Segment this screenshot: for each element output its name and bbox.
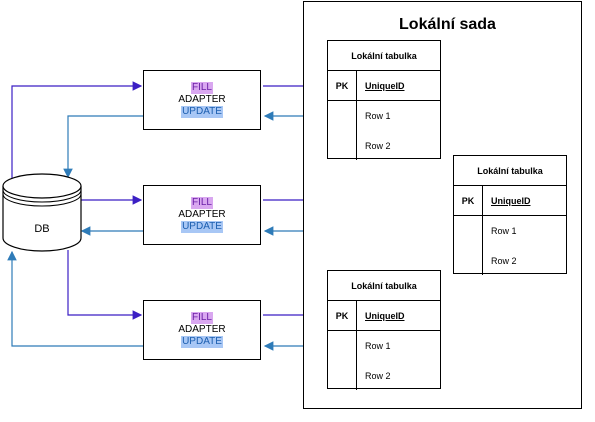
fill-label: FILL (190, 197, 213, 209)
update-wire-adapter-1-db (63, 115, 143, 179)
update-label: UPDATE (181, 221, 223, 233)
primary-key-row: PK UniqueID (328, 71, 440, 101)
row-gutter (454, 216, 483, 275)
fill-wire-db-adapter-1 (11, 81, 143, 185)
table-rows: Row 1 Row 2 (328, 331, 440, 390)
table-title: Lokální tabulka (328, 41, 440, 71)
database-cylinder (2, 173, 82, 252)
table-rows: Row 1 Row 2 (328, 101, 440, 160)
local-table-2[interactable]: Lokální tabulka PK UniqueID Row 1 Row 2 (453, 155, 567, 275)
fill-label: FILL (190, 312, 213, 324)
fill-label: FILL (190, 82, 213, 94)
pk-marker: PK (454, 186, 483, 215)
adapter-box-3[interactable]: FILL ADAPTER UPDATE (143, 300, 261, 360)
key-field: UniqueID (365, 80, 405, 91)
table-row: Row 1 (491, 226, 517, 236)
key-field: UniqueID (491, 195, 531, 206)
local-table-3[interactable]: Lokální tabulka PK UniqueID Row 1 Row 2 (327, 270, 441, 390)
table-row: Row 2 (365, 141, 391, 151)
fill-wire-db-adapter-3 (67, 250, 143, 320)
table-row: Row 2 (365, 371, 391, 381)
local-table-1[interactable]: Lokální tabulka PK UniqueID Row 1 Row 2 (327, 40, 441, 160)
update-wire-adapter-3-db (7, 250, 143, 347)
pk-marker: PK (328, 71, 357, 100)
table-rows: Row 1 Row 2 (454, 216, 566, 275)
row-gutter (328, 101, 357, 160)
row-gutter (328, 331, 357, 390)
database-label: DB (34, 223, 50, 235)
table-row: Row 1 (365, 111, 391, 121)
local-dataset-title: Lokální sada (399, 16, 496, 33)
adapter-box-1[interactable]: FILL ADAPTER UPDATE (143, 70, 261, 130)
table-row: Row 1 (365, 341, 391, 351)
table-title: Lokální tabulka (328, 271, 440, 301)
table-title: Lokální tabulka (454, 156, 566, 186)
primary-key-row: PK UniqueID (328, 301, 440, 331)
pk-marker: PK (328, 301, 357, 330)
adapter-label: ADAPTER (178, 324, 226, 335)
update-label: UPDATE (181, 106, 223, 118)
key-field: UniqueID (365, 310, 405, 321)
adapter-box-2[interactable]: FILL ADAPTER UPDATE (143, 185, 261, 245)
adapter-label: ADAPTER (178, 94, 226, 105)
update-label: UPDATE (181, 336, 223, 348)
adapter-label: ADAPTER (178, 209, 226, 220)
primary-key-row: PK UniqueID (454, 186, 566, 216)
table-row: Row 2 (491, 256, 517, 266)
